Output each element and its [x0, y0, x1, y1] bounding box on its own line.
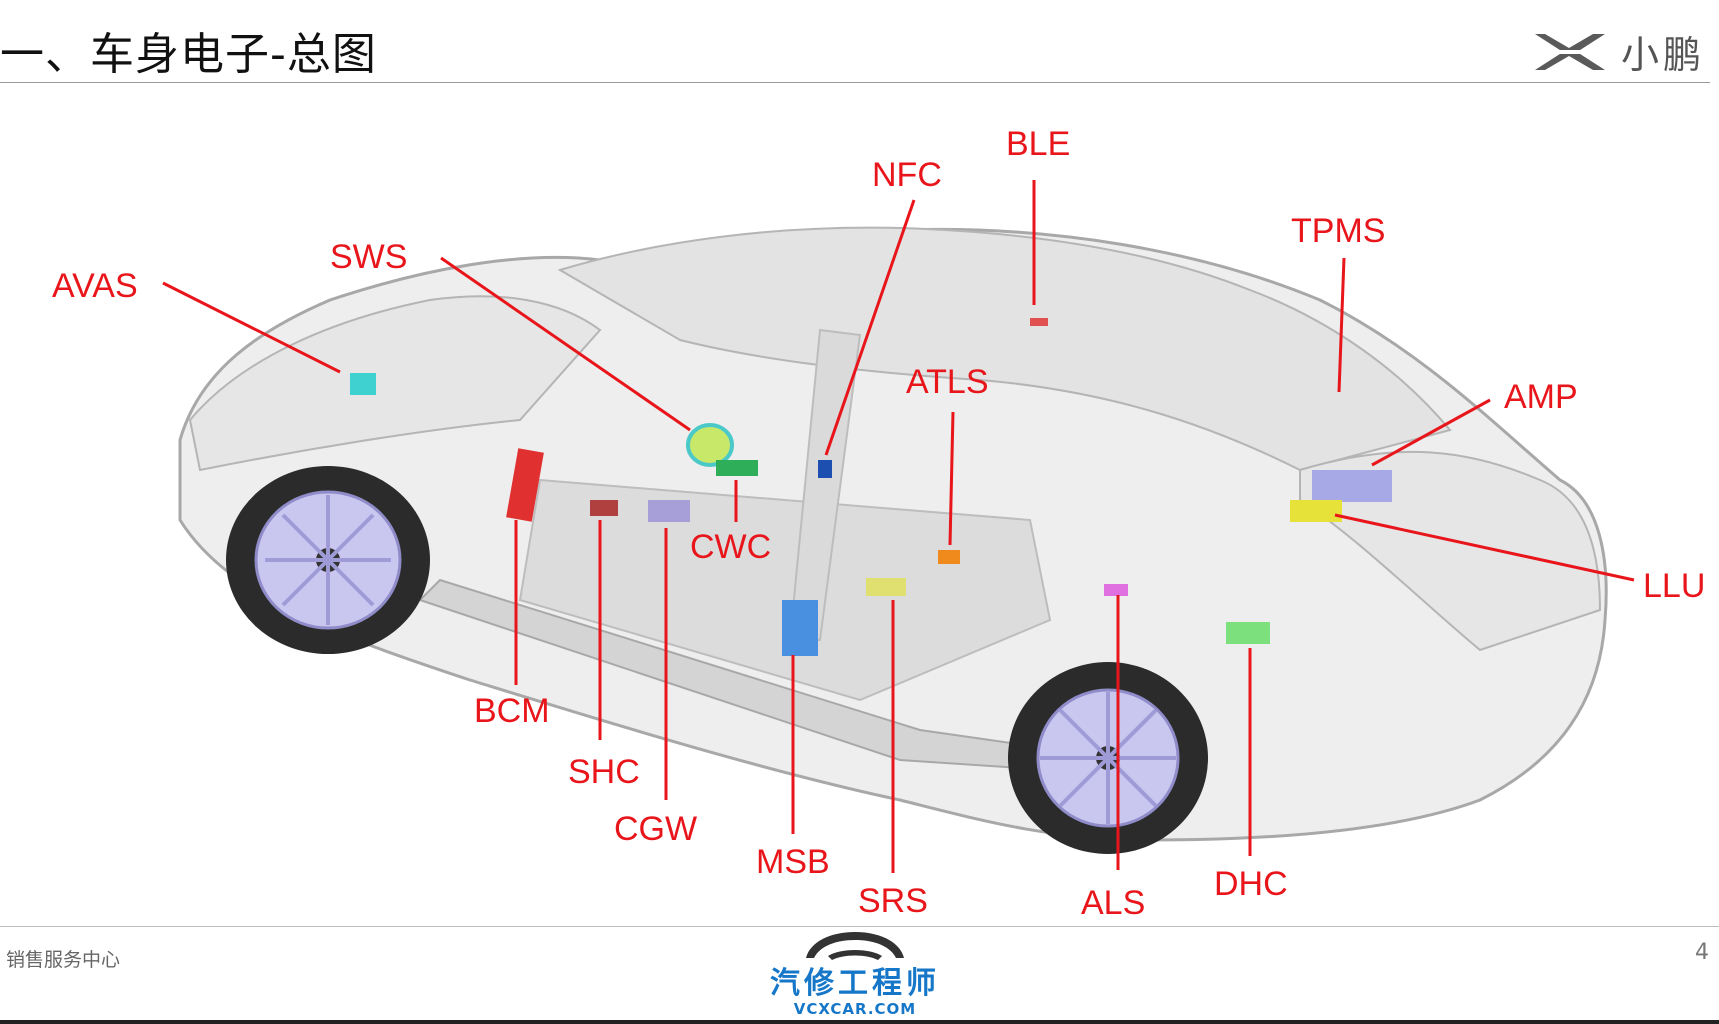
footer-divider: [0, 926, 1719, 927]
car-floor: [518, 478, 1052, 702]
als-module: [1104, 584, 1128, 596]
cwc-module: [716, 460, 758, 476]
label-msb: MSB: [756, 843, 830, 881]
msb-module: [782, 600, 818, 656]
car-hood: [188, 295, 602, 472]
label-tpms: TPMS: [1291, 212, 1385, 250]
avas-leader: [162, 281, 341, 374]
atls-module: [938, 550, 960, 564]
cgw-module: [648, 500, 690, 522]
label-als: ALS: [1081, 884, 1145, 922]
amp-leader: [1371, 398, 1491, 467]
watermark-url: VCXCAR.COM: [793, 1000, 917, 1018]
component-labels: AVAS SWS NFC BLE TPMS ATLS AMP CWC LLU B…: [52, 125, 1705, 922]
brand-logo: 小鹏: [1533, 24, 1705, 79]
amp-module: [1312, 470, 1392, 502]
shc-module: [590, 500, 618, 516]
label-shc: SHC: [568, 753, 640, 791]
bottom-border: [0, 1020, 1719, 1024]
llu-module: [1290, 500, 1342, 522]
watermark-cn: 汽修工程师: [770, 966, 940, 1001]
bcm-module: [506, 448, 544, 522]
header-divider: [0, 82, 1710, 83]
label-sws: SWS: [330, 238, 407, 276]
llu-leader: [1334, 513, 1635, 582]
label-nfc: NFC: [872, 156, 942, 194]
page-number: 4: [1695, 940, 1709, 965]
label-amp: AMP: [1504, 378, 1578, 416]
label-avas: AVAS: [52, 267, 138, 305]
label-cgw: CGW: [614, 810, 697, 848]
ble-module: [1030, 318, 1048, 326]
atls-leader: [948, 411, 955, 546]
label-ble: BLE: [1006, 125, 1070, 163]
watermark: 汽修工程师 VCXCAR.COM: [755, 928, 955, 1018]
sws-leader: [440, 256, 691, 432]
label-llu: LLU: [1643, 567, 1705, 605]
brand-name: 小鹏: [1620, 33, 1705, 77]
label-srs: SRS: [858, 882, 928, 920]
rear-wheel: [1008, 662, 1208, 854]
footer-department: 销售服务中心: [6, 949, 121, 971]
page-title: 一、车身电子-总图: [0, 29, 377, 80]
sws-module: [686, 423, 734, 467]
avas-module: [350, 373, 376, 395]
xpeng-logo-icon: [1534, 33, 1605, 70]
front-wheel: [226, 466, 430, 654]
modules: [350, 318, 1392, 656]
car-logo-icon: [806, 932, 904, 960]
tpms-leader: [1337, 257, 1346, 393]
label-cwc: CWC: [690, 528, 771, 566]
label-dhc: DHC: [1214, 865, 1288, 903]
leader-lines: [162, 180, 1635, 873]
nfc-module: [818, 460, 832, 478]
label-atls: ATLS: [906, 363, 989, 401]
dhc-module: [1226, 622, 1270, 644]
label-bcm: BCM: [474, 692, 550, 730]
nfc-leader: [824, 199, 916, 456]
srs-module: [866, 578, 906, 596]
car-roof-glass: [557, 226, 1452, 472]
